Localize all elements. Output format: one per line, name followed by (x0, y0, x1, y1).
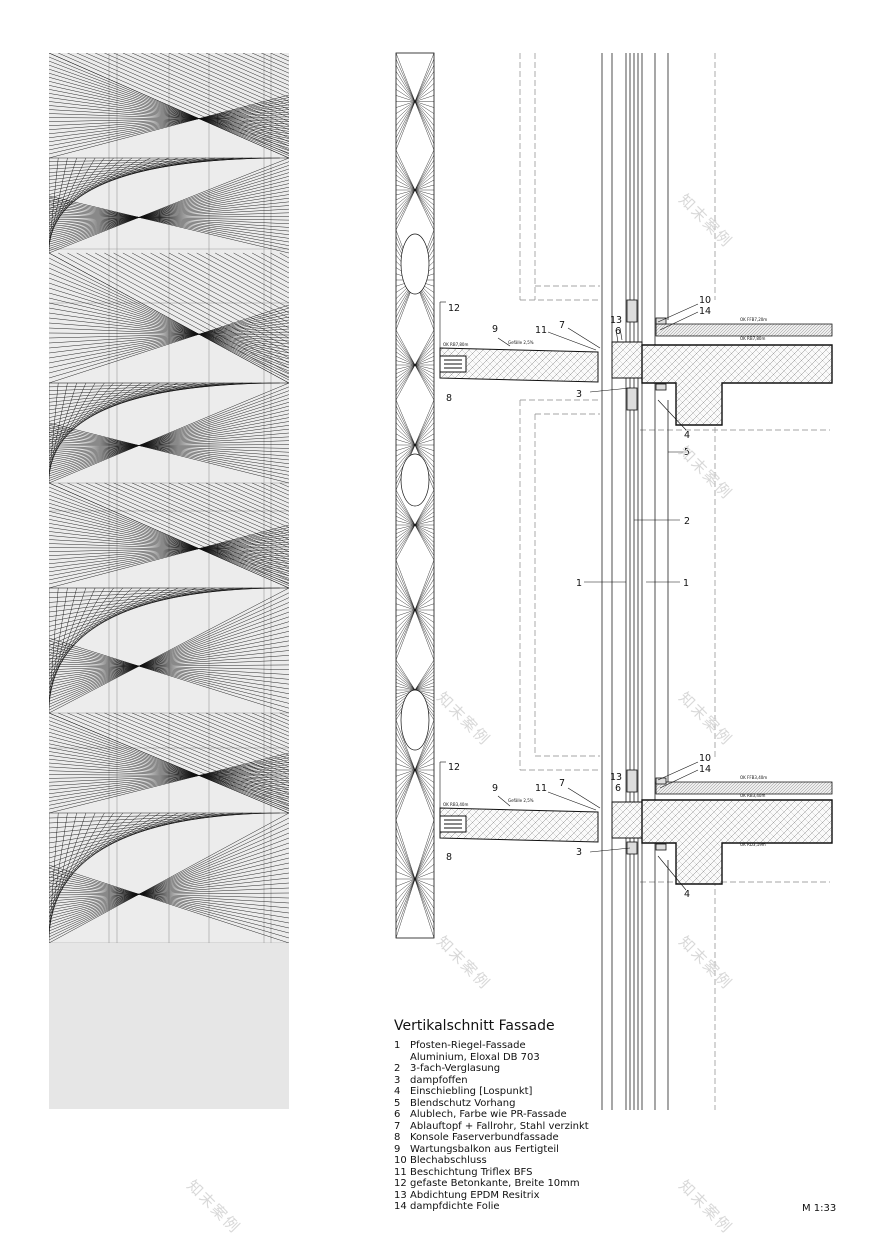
string-art-lines (49, 53, 289, 944)
legend-text: Beschichtung Triflex BFS (410, 1166, 533, 1178)
legend-number: 5 (394, 1097, 401, 1109)
callout-9-upper: 9 (492, 324, 498, 335)
callout-8-lower: 8 (446, 852, 452, 863)
legend-text: dampfdichte Folie (410, 1201, 500, 1212)
legend-number: 10 (394, 1155, 407, 1166)
legend-item: 6 Alublech, Farbe wie PR-Fassade (394, 1109, 694, 1121)
legend-text: Ablauftopf + Fallrohr, Stahl verzinkt (410, 1120, 589, 1132)
hidden-outlines (519, 53, 830, 1110)
legend-text: dampfoffen (410, 1074, 468, 1086)
callout-6-lower: 6 (615, 783, 621, 794)
callout-9-lower: 9 (492, 783, 498, 794)
legend-text: Alublech, Farbe wie PR-Fassade (410, 1109, 567, 1120)
legend-list: 1 Pfosten-Riegel-Fassade Aluminium, Eloxa… (394, 1040, 694, 1213)
legend-item: 1 Pfosten-Riegel-Fassade Aluminium, Eloxa… (394, 1040, 694, 1063)
scale-label: M 1:33 (802, 1203, 837, 1214)
legend-text: Wartungsbalkon aus Fertigteil (410, 1143, 559, 1155)
legend-text: gefaste Betonkante, Breite 10mm (410, 1178, 580, 1189)
callout-12-upper: 12 (448, 303, 460, 314)
leader-lines (439, 301, 699, 891)
strip-openings (400, 233, 430, 751)
drawing-title: Vertikalschnitt Fassade (394, 1018, 555, 1034)
callout-1-left: 1 (576, 578, 582, 589)
legend-number: 12 (394, 1178, 407, 1189)
section-strip-pattern (395, 52, 435, 939)
callout-7-lower: 7 (559, 778, 565, 789)
level-ok-rb-lower-right: OK RB3,40m (740, 793, 765, 798)
legend-number: 8 (394, 1132, 401, 1143)
curtain-wall-mullions (601, 53, 669, 1110)
balcony-consoles (439, 355, 467, 833)
callout-10-upper: 10 (699, 295, 711, 306)
legend-item: 7 Ablauftopf + Fallrohr, Stahl verzinkt (394, 1121, 694, 1133)
legend-number: 2 (394, 1063, 401, 1074)
level-ok-rb-lower-left: OK RB3,40m (443, 802, 468, 807)
level-ok-rd-lower: OK RD3,19m (740, 842, 766, 847)
callout-7-upper: 7 (559, 320, 565, 331)
legend-number: 13 (394, 1189, 407, 1201)
callout-10-lower: 10 (699, 753, 711, 764)
callout-14-lower: 14 (699, 764, 711, 775)
lower-balcony-slab (439, 801, 643, 843)
callout-8-upper: 8 (446, 393, 452, 404)
level-ok-rb-upper-left: OK RB7,80m (443, 342, 468, 347)
upper-balcony-slab (439, 341, 643, 383)
legend-number: 9 (394, 1143, 401, 1155)
legend-item: 8 Konsole Faserverbundfassade (394, 1132, 694, 1144)
callout-1-right: 1 (683, 578, 689, 589)
legend-number: 3 (394, 1074, 401, 1086)
callout-11-upper: 11 (535, 325, 547, 336)
legend-item: 5 Blendschutz Vorhang (394, 1098, 694, 1110)
legend-text: 3-fach-Verglasung (410, 1063, 501, 1074)
callout-4-upper: 4 (684, 430, 690, 441)
legend-item: 9 Wartungsbalkon aus Fertigteil (394, 1144, 694, 1156)
legend: Vertikalschnitt Fassade 1 Pfosten-Riegel-… (394, 1018, 694, 1213)
level-gefaelle-upper: Gefälle 2,5% (508, 340, 534, 345)
callout-3-lower: 3 (576, 847, 582, 858)
callout-13-upper: 13 (610, 315, 622, 326)
callout-4-lower: 4 (684, 889, 690, 900)
legend-text: Einschiebling [Lospunkt] (410, 1086, 533, 1097)
callout-6-upper: 6 (615, 326, 621, 337)
legend-text: Konsole Faserverbundfassade (410, 1132, 559, 1143)
elevation-string-art (49, 53, 289, 1109)
callout-11-lower: 11 (535, 783, 547, 794)
legend-number: 11 (394, 1166, 407, 1178)
legend-text: Pfosten-Riegel-Fassade Aluminium, Eloxal… (410, 1040, 540, 1063)
level-ok-rb-upper-right: OK RB7,80m (740, 336, 765, 341)
legend-number: 14 (394, 1201, 407, 1212)
legend-item: 2 3-fach-Verglasung (394, 1063, 694, 1075)
facade-elevation-pattern (49, 53, 289, 1109)
callout-2: 2 (684, 516, 690, 527)
legend-text: Abdichtung EPDM Resitrix (410, 1189, 540, 1201)
legend-number: 7 (394, 1120, 401, 1132)
callout-3-upper: 3 (576, 389, 582, 400)
legend-item: 3 dampfoffen (394, 1075, 694, 1087)
legend-number: 6 (394, 1109, 401, 1120)
level-ok-ffb-upper: OK FFB7,20m (740, 317, 767, 322)
legend-number: 4 (394, 1086, 401, 1097)
legend-number: 1 (394, 1040, 401, 1051)
upper-floor-slab (641, 323, 833, 426)
level-ok-ffb-lower: OK FFB3,40m (740, 775, 767, 780)
callout-5: 5 (684, 447, 690, 458)
legend-text: Blendschutz Vorhang (410, 1097, 516, 1109)
legend-item: 4 Einschiebling [Lospunkt] (394, 1086, 694, 1098)
legend-text: Blechabschluss (410, 1155, 487, 1166)
callout-14-upper: 14 (699, 306, 711, 317)
facade-anchor-details (626, 299, 667, 855)
level-gefaelle-lower: Gefälle 2,5% (508, 798, 534, 803)
callout-13-lower: 13 (610, 772, 622, 783)
callout-12-lower: 12 (448, 762, 460, 773)
elevation-lower-grid (49, 943, 289, 1109)
lower-floor-slab (641, 781, 833, 885)
